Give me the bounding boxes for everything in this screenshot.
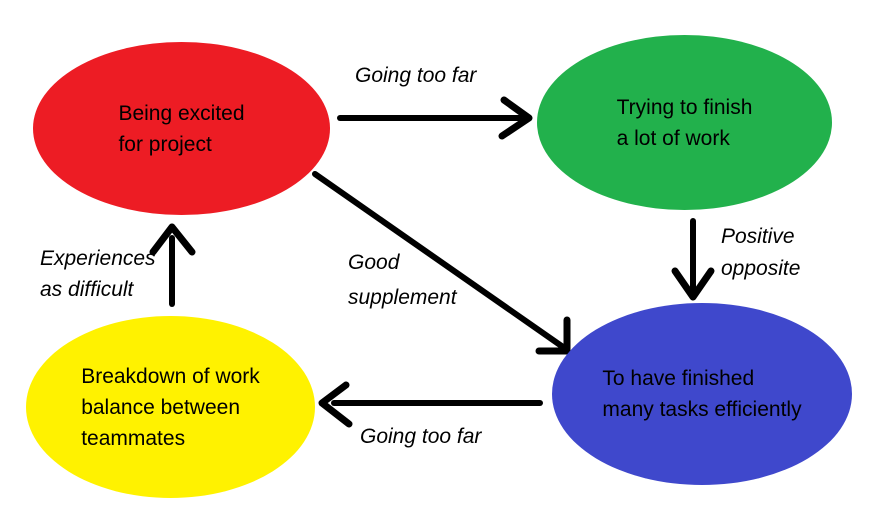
node-trying-to-finish-label: Trying to finish a lot of work <box>616 95 753 150</box>
node-breakdown-work-balance-label: Breakdown of work balance between teamma… <box>81 364 260 450</box>
edge-label-going-too-far-top: Going too far <box>355 64 477 87</box>
edge-label-positive-opposite: Positive opposite <box>721 225 801 280</box>
arrow-excited-to-trying <box>337 96 533 140</box>
edge-label-going-too-far-bottom: Going too far <box>360 425 482 448</box>
node-finished-many-tasks-label: To have finished many tasks efficiently <box>602 367 802 421</box>
arrow-excited-to-finished <box>312 171 571 355</box>
edge-label-experiences-as-difficult: Experiences as difficult <box>40 247 156 301</box>
node-being-excited: Being excited for project <box>33 42 330 215</box>
edge-label-good-supplement: Good supplement <box>348 251 457 309</box>
node-trying-to-finish: Trying to finish a lot of work <box>537 35 832 210</box>
arrow-breakdown-to-excited <box>149 223 196 307</box>
node-finished-many-tasks: To have finished many tasks efficiently <box>552 303 852 485</box>
node-being-excited-label: Being excited for project <box>118 101 245 156</box>
arrow-trying-to-finished <box>671 218 715 301</box>
node-breakdown-work-balance: Breakdown of work balance between teamma… <box>26 316 315 498</box>
arrow-finished-to-breakdown <box>318 381 543 428</box>
